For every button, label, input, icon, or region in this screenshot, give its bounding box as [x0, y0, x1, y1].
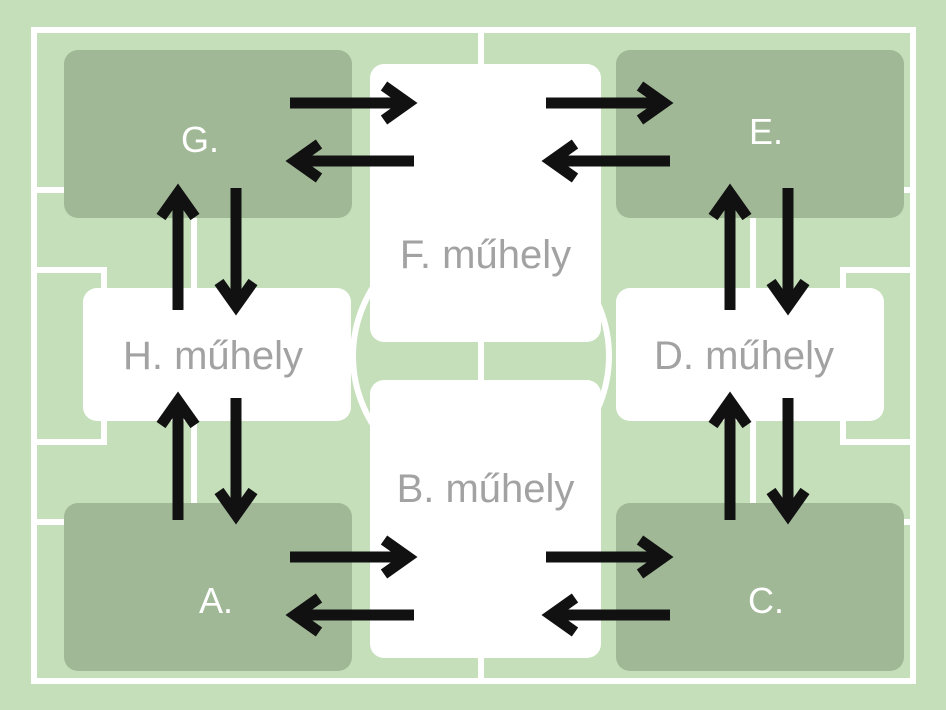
workshop-d-label: D. műhely [653, 334, 835, 378]
zone-c-label: C. [748, 580, 784, 621]
workshop-f-label: F. műhely [399, 232, 572, 277]
zone-e-label: E. [748, 111, 783, 152]
zone-e: E. [616, 50, 904, 218]
workshop-b-label: B. műhely [396, 466, 575, 511]
workshop-h: H. műhely [83, 288, 351, 421]
zone-g: G. [64, 50, 352, 218]
workshop-b: B. műhely [370, 380, 601, 658]
workshop-d: D. műhely [616, 288, 884, 421]
workshop-f: F. műhely [370, 64, 601, 342]
zone-a-label: A. [198, 580, 233, 621]
zone-g-label: G. [180, 119, 219, 160]
workshop-h-label: H. műhely [122, 334, 304, 378]
zone-c: C. [616, 503, 904, 671]
zone-a: A. [64, 503, 352, 671]
